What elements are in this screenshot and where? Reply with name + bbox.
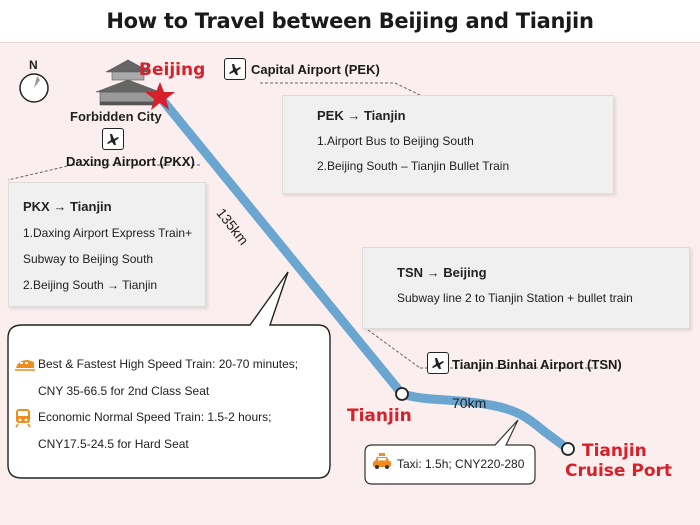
pkx-route-step: 2.Beijing South → Tianjin [23, 278, 158, 292]
tsn-leader-line [367, 329, 421, 369]
train-info-bubble [7, 271, 331, 479]
cruise-port-label-1: Tianjin [582, 441, 647, 461]
pek-route-step: 1.Airport Bus to Beijing South [317, 134, 474, 148]
route-tianjin-port [397, 389, 573, 454]
pkx-leader-line [7, 164, 73, 181]
tsn-route-step: Subway line 2 to Tianjin Station + bulle… [397, 291, 633, 305]
cruise-port-marker [561, 442, 575, 456]
pkx-route-step: Subway to Beijing South [23, 252, 154, 266]
train-info-line: Economic Normal Speed Train: 1.5-2 hours… [38, 410, 272, 424]
compass-icon [19, 73, 49, 103]
pek-route-step: 2.Beijing South – Tianjin Bullet Train [317, 159, 510, 173]
tianjin-marker [395, 387, 409, 401]
plane-icon [427, 352, 449, 374]
forbidden-city-label: Forbidden City [70, 109, 162, 124]
plane-icon [224, 58, 246, 80]
taxi-info-bubble [364, 419, 536, 485]
pek-leader-line-2 [394, 82, 421, 96]
pek-airport-label: Capital Airport (PEK) [251, 62, 380, 77]
route-beijing-tianjin [155, 92, 407, 399]
tsn-route-title: TSN → Beijing [397, 265, 487, 280]
pkx-route-step: 1.Daxing Airport Express Train+ [23, 226, 193, 240]
pek-route-box: PEK → Tianjin 1.Airport Bus to Beijing S… [282, 95, 614, 194]
tsn-airport-label: Tianjin Binhai Airport (TSN) [452, 357, 622, 372]
high-speed-train-icon [14, 357, 36, 378]
title-bar: How to Travel between Beijing and Tianji… [0, 0, 700, 43]
train-info-line: Best & Fastest High Speed Train: 20-70 m… [38, 357, 299, 371]
tsn-route-box: TSN → Beijing Subway line 2 to Tianjin S… [362, 247, 690, 329]
pkx-route-box: PKX → Tianjin 1.Daxing Airport Express T… [8, 182, 206, 307]
pkx-route-title: PKX → Tianjin [23, 199, 112, 214]
compass-label: N [29, 58, 38, 72]
page-title: How to Travel between Beijing and Tianji… [106, 9, 594, 33]
pek-route-title: PEK → Tianjin [317, 108, 406, 123]
train-info-line: CNY 35-66.5 for 2nd Class Seat [38, 384, 210, 398]
cruise-port-label-2: Cruise Port [565, 461, 673, 481]
beijing-label: Beijing [139, 60, 206, 80]
plane-icon [102, 128, 124, 150]
taxi-icon [372, 453, 392, 476]
pkx-airport-label: Daxing Airport (PKX) [66, 154, 195, 169]
tianjin-label: Tianjin [347, 406, 412, 426]
taxi-info-text: Taxi: 1.5h; CNY220-280 [397, 457, 525, 471]
star-icon [145, 82, 175, 110]
train-info-line: CNY17.5-24.5 for Hard Seat [38, 437, 189, 451]
normal-train-icon [14, 408, 32, 433]
distance-label-tianjin-port: 70km [452, 395, 487, 411]
